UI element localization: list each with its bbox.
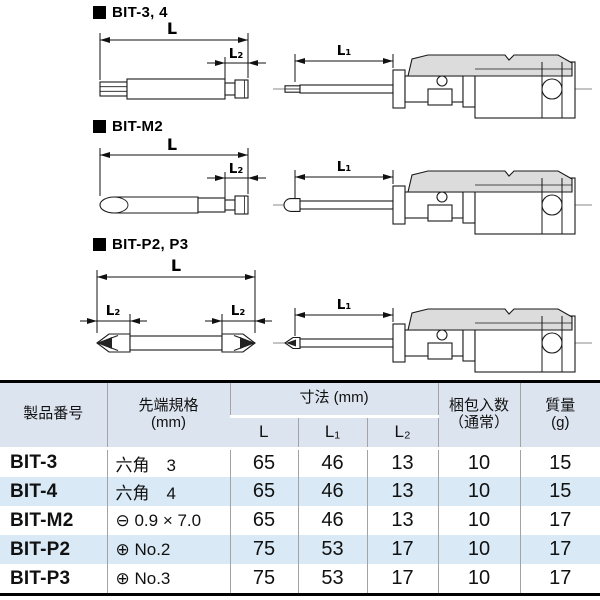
table-row: BIT-3 六角 3 65 46 13 10 15 [0,448,600,477]
header-mass-line1: 質量 [545,396,576,414]
cell-mass: 17 [519,506,600,535]
cell-product: BIT-3 [10,452,58,474]
dimension-arrows [100,37,258,66]
header-dim-l1: L₁ [297,416,367,450]
cell-pack: 10 [437,506,521,535]
header-tip-spec: 先端規格 (mm) [106,383,230,450]
cell-tip-spec: ⊕ No.2 [106,535,230,564]
dim-label-l1: L₁ [337,159,352,175]
header-mass-line2: (g) [551,413,570,431]
header-mass: 質量 (g) [519,383,600,450]
spec-table: 製品番号 先端規格 (mm) 寸法 (mm) 梱包入数 （通常） 質量 (g) [0,383,600,593]
dimension-arrows [295,174,393,180]
cell-l2: 17 [366,535,439,564]
pin-hole [541,332,563,354]
pin-hole [541,194,563,216]
header-tip-spec-line2: (mm) [151,413,186,431]
cell-l1: 53 [297,564,367,593]
dim-label-l: L [167,135,177,154]
header-product: 製品番号 [0,383,107,450]
dim-label-l2: L₂ [229,161,244,177]
cell-pack: 10 [437,448,521,477]
section-bullet-icon [93,238,106,251]
dimension-arrows [295,312,393,318]
cell-pack: 10 [437,564,521,593]
dimension-diagrams: L L₂ L₁ [80,19,592,373]
cell-l: 75 [229,535,298,564]
table-row: BIT-P3 ⊕ No.3 75 53 17 10 17 [0,564,600,593]
section-title: BIT-P2, P3 [112,236,189,253]
section-heading-bitp2p3: BIT-P2, P3 [93,236,188,253]
table-row: BIT-M2 ⊖ 0.9 × 7.0 65 46 13 10 17 [0,506,600,535]
cell-l: 65 [229,477,298,506]
header-pack-qty: 梱包入数 （通常） [437,383,521,450]
cell-mass: 17 [519,535,600,564]
cell-tip-spec: 六角 4 [106,477,230,506]
table-row: BIT-P2 ⊕ No.2 75 53 17 10 17 [0,535,600,564]
cell-l2: 13 [366,506,439,535]
section-heading-bit34: BIT-3, 4 [93,4,168,21]
cell-l1: 46 [297,477,367,506]
ball-detent [436,329,448,341]
section-bullet-icon [93,120,106,133]
dim-label-l2: L₂ [229,46,244,62]
cutaway-section [407,170,573,193]
socket-drawing-bitp2p3 [273,308,592,373]
header-dim-l2: L₂ [366,416,439,450]
cell-l2: 13 [366,477,439,506]
spec-table-wrap: 製品番号 先端規格 (mm) 寸法 (mm) 梱包入数 （通常） 質量 (g) [0,380,600,596]
cell-l1: 46 [297,448,367,477]
cell-l2: 17 [366,564,439,593]
dim-label-l2: L₂ [231,303,246,319]
cell-l1: 53 [297,535,367,564]
pin-hole [541,78,563,100]
socket-drawing-bitm2 [273,170,592,235]
dimension-arrows [295,58,393,64]
dimension-lines [80,270,272,334]
cell-product: BIT-M2 [10,509,74,531]
section-heading-bitm2: BIT-M2 [93,118,163,135]
cell-product: BIT-P3 [10,567,71,589]
dimension-arrows [87,274,265,324]
dimension-arrows [100,152,258,181]
header-dim-l: L [230,416,298,450]
header-pack-line1: 梱包入数 [449,396,510,414]
header-dimensions-group: 寸法 (mm) [229,383,439,418]
header-pack-line2: （通常） [449,413,510,431]
bit-drawing-bitp2p3 [80,270,272,353]
cell-mass: 15 [519,448,600,477]
cell-l: 75 [229,564,298,593]
cell-pack: 10 [437,535,521,564]
cell-product: BIT-P2 [10,538,71,560]
cell-tip-spec: 六角 3 [106,448,230,477]
dim-label-l1: L₁ [337,43,352,59]
dim-label-l1: L₁ [337,297,352,313]
header-tip-spec-line1: 先端規格 [138,396,199,414]
section-title: BIT-M2 [112,118,163,135]
bit-drawing-bit34 [99,33,266,100]
cell-l1: 46 [297,506,367,535]
cutaway-section [407,308,573,331]
cell-l2: 13 [366,448,439,477]
bit-drawing-bitm2 [99,148,266,215]
dim-label-l: L [167,19,177,38]
ball-detent [436,75,448,87]
cell-l: 65 [229,448,298,477]
cell-mass: 17 [519,564,600,593]
cell-l: 65 [229,506,298,535]
dim-label-l: L [171,256,181,275]
table-row: BIT-4 六角 4 65 46 13 10 15 [0,477,600,506]
ball-detent [436,191,448,203]
cell-tip-spec: ⊕ No.3 [106,564,230,593]
section-bullet-icon [93,6,106,19]
socket-drawing-bit34 [273,54,592,119]
cell-tip-spec: ⊖ 0.9 × 7.0 [106,506,230,535]
section-title: BIT-3, 4 [112,4,168,21]
cutaway-section [407,54,573,77]
cell-product: BIT-4 [10,480,58,502]
dim-label-l2: L₂ [106,303,121,319]
cell-mass: 15 [519,477,600,506]
cell-pack: 10 [437,477,521,506]
